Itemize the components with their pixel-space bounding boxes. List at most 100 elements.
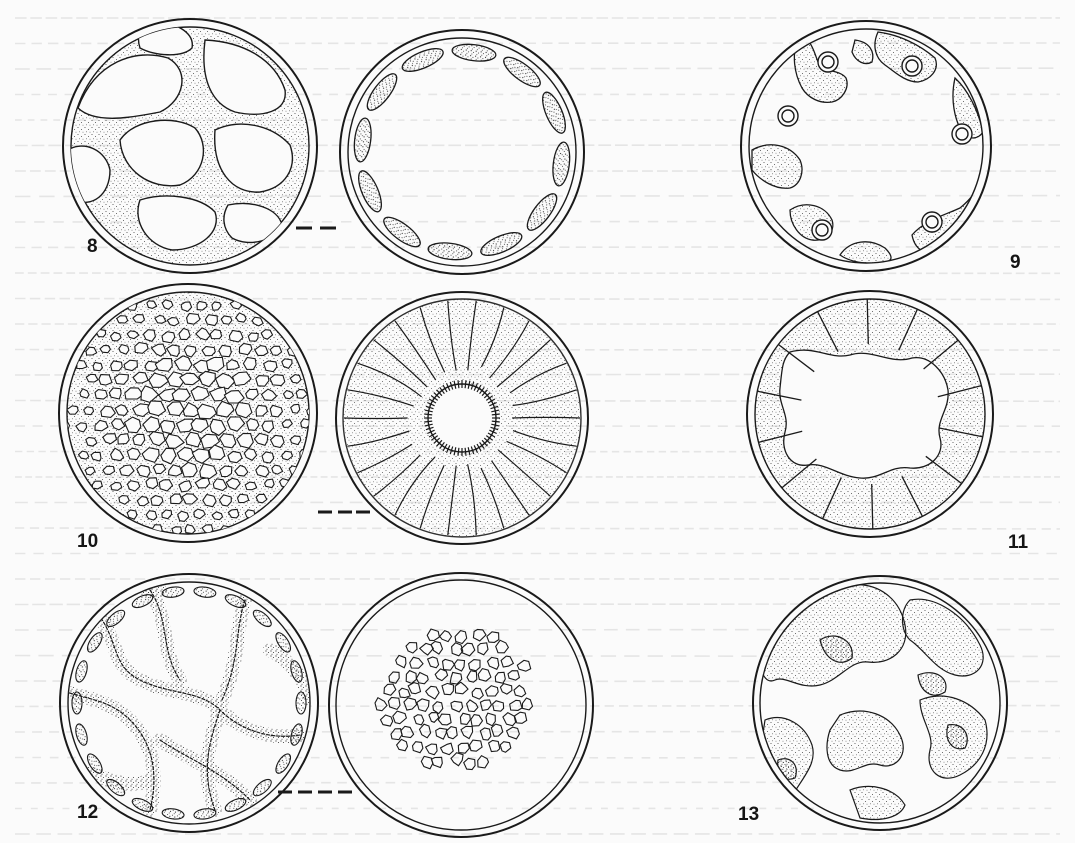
- figure-12-left-cell: [60, 574, 352, 832]
- pyrenoid-shape: [952, 124, 972, 144]
- figure-8-label: 8: [87, 236, 98, 257]
- reticulum-cell: [270, 346, 281, 355]
- net-cell: [381, 715, 393, 726]
- net-cell: [489, 740, 500, 751]
- net-cell: [451, 753, 463, 766]
- figure-9-label: 9: [1010, 252, 1021, 273]
- net-cell: [455, 631, 467, 644]
- net-cell: [413, 742, 423, 753]
- reticulum-cell: [205, 315, 217, 326]
- reticulum-cell: [245, 482, 256, 490]
- net-cell: [441, 743, 454, 754]
- figure-12-label: 12: [77, 802, 98, 823]
- reticulum-cell: [111, 361, 123, 371]
- net-cell: [416, 673, 428, 684]
- net-cell: [458, 743, 469, 753]
- net-cell: [517, 660, 530, 671]
- pyrenoid-shape: [922, 212, 942, 232]
- plastid-shape: [399, 44, 446, 76]
- net-cell: [435, 669, 447, 681]
- net-cell: [515, 712, 527, 723]
- figure-10-label: 10: [77, 531, 98, 552]
- net-cell: [473, 629, 486, 641]
- reticulum-cell: [95, 390, 107, 399]
- plastid-shape: [352, 117, 373, 163]
- reticulum-cell: [127, 510, 137, 519]
- net-cell: [487, 632, 499, 643]
- reticulum-cell: [99, 375, 112, 386]
- net-cell: [500, 684, 512, 695]
- reticulum-cell: [93, 362, 102, 370]
- net-cell: [486, 686, 499, 696]
- plastid-shape: [478, 228, 525, 260]
- pyrenoid-shape: [778, 106, 798, 126]
- net-cell: [375, 698, 387, 711]
- net-cell: [495, 672, 505, 683]
- net-cell: [488, 657, 499, 669]
- reticulum-cell: [289, 466, 300, 474]
- net-cell: [470, 740, 483, 751]
- net-cell: [408, 683, 420, 694]
- radial-strand: [512, 417, 580, 418]
- net-cell: [508, 671, 519, 681]
- net-cell: [480, 700, 491, 711]
- net-cell: [454, 660, 464, 671]
- net-cell: [501, 656, 513, 667]
- reticulum-cell: [202, 347, 215, 356]
- figure-8-right-cell: [340, 30, 584, 274]
- net-cell: [491, 724, 503, 736]
- net-cell: [460, 713, 470, 724]
- reticulum-cell: [160, 421, 174, 434]
- net-cell: [433, 702, 443, 714]
- pyrenoid-shape: [902, 56, 922, 76]
- figure-10-right-cell: [336, 292, 588, 544]
- plastid-shape: [500, 52, 545, 91]
- rim-plate: [296, 692, 306, 714]
- net-cell: [426, 686, 439, 699]
- net-cell: [431, 757, 442, 767]
- reticulum-cell: [118, 434, 129, 444]
- net-cell: [438, 714, 451, 725]
- figure-12-right-cell: [329, 573, 593, 837]
- net-cell: [478, 669, 491, 682]
- net-cell: [393, 711, 407, 724]
- pyrenoid-shape: [818, 52, 838, 72]
- net-cell: [399, 688, 410, 697]
- net-cell: [514, 685, 526, 697]
- net-cell: [472, 688, 483, 699]
- pyrenoid-shape: [812, 220, 832, 240]
- net-cell: [397, 739, 408, 750]
- reticulum-cell: [256, 465, 269, 477]
- plastid-shape: [451, 42, 497, 63]
- net-cell: [496, 640, 509, 653]
- net-cell: [500, 742, 511, 753]
- rim-plate: [72, 692, 82, 714]
- net-cell: [503, 713, 516, 726]
- net-cell: [421, 756, 433, 768]
- net-cell: [436, 728, 447, 739]
- reticulum-cell: [86, 437, 97, 446]
- radial-strand: [344, 418, 408, 419]
- figure-8-left-cell: [63, 19, 336, 273]
- net-cell: [410, 657, 423, 668]
- net-cell: [406, 643, 417, 654]
- reticulum-cell: [238, 494, 249, 502]
- plastid-shape: [538, 89, 570, 136]
- plastid-shape: [354, 168, 386, 215]
- net-cell: [443, 659, 455, 670]
- net-cell: [384, 684, 396, 695]
- reticulum-cell: [219, 345, 231, 356]
- net-cell: [522, 698, 532, 710]
- reticulum-cell: [117, 316, 128, 323]
- net-cell: [431, 642, 442, 655]
- net-cell: [427, 629, 439, 641]
- net-cell: [428, 657, 439, 668]
- net-cell: [404, 698, 417, 710]
- reticulum-cell: [270, 375, 285, 386]
- figure-11-label: 11: [1008, 532, 1029, 553]
- net-cell: [471, 715, 483, 726]
- plastid-shape: [427, 241, 473, 262]
- net-cell: [446, 727, 457, 739]
